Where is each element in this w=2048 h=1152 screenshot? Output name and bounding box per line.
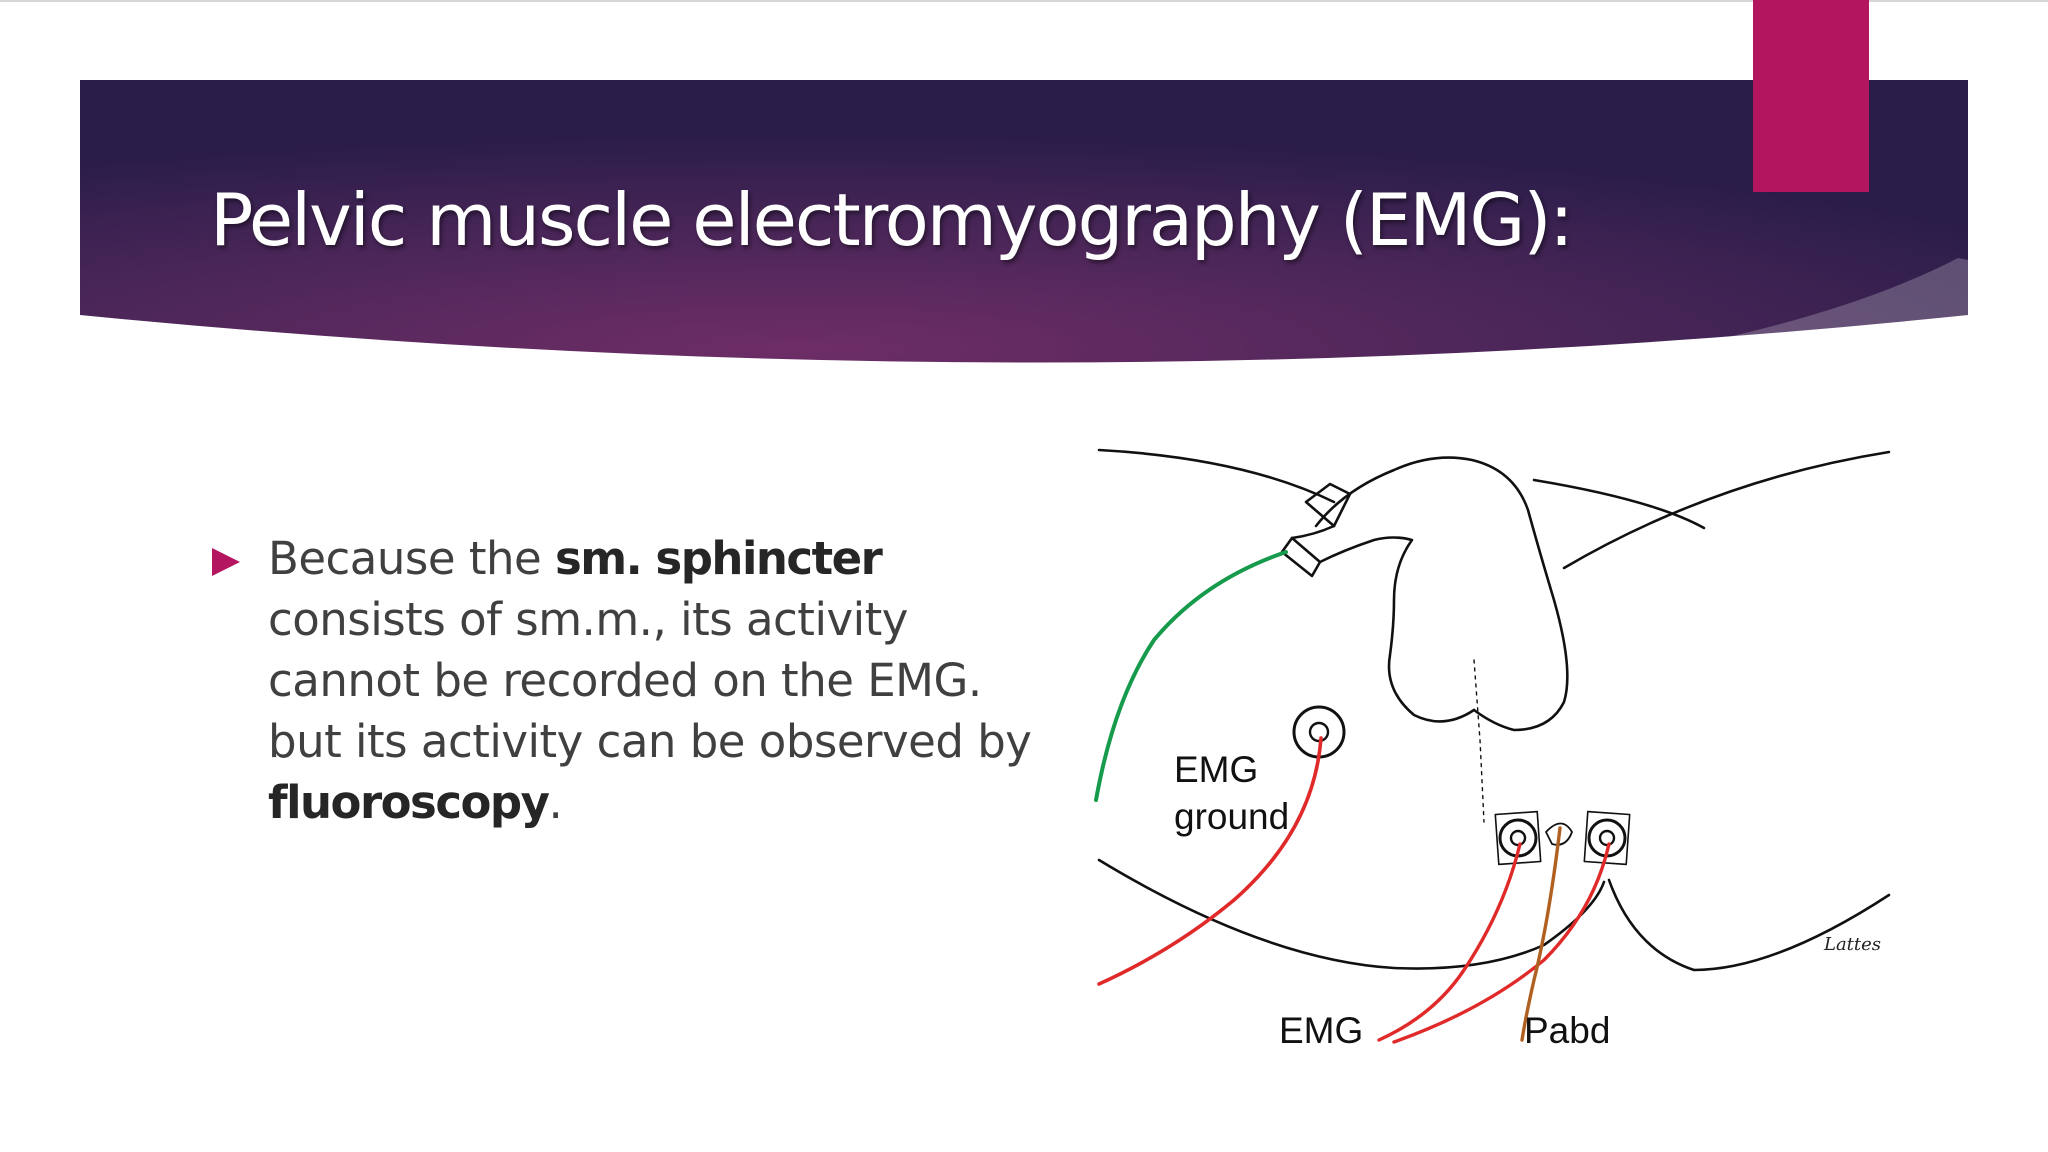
emg-electrode-right-inner (1598, 829, 1616, 847)
emg-electrode-left-inner (1509, 829, 1527, 847)
triangle-bullet-icon (212, 548, 240, 576)
bullet-text-part-2: consists of sm.m., its activity cannot b… (268, 593, 1032, 768)
penis-shaft-line (1290, 524, 1336, 540)
penis-outline (1314, 456, 1569, 732)
top-border (0, 0, 2048, 2)
ground-electrode-inner (1308, 721, 1330, 743)
bullet-text: Because the sm. sphincter consists of sm… (268, 528, 1068, 833)
bullet-text-part-1: Because the (268, 532, 555, 585)
scrotum-outline (1318, 536, 1476, 723)
emg-wire-right (1392, 842, 1611, 1044)
illustrator-signature: Lattes (1823, 934, 1881, 955)
buttock-outline-right (1607, 878, 1891, 972)
slide-title: Pelvic muscle electromyography (EMG): (210, 178, 1574, 262)
term-sm-sphincter: sm. sphincter (554, 532, 883, 585)
term-fluoroscopy: fluoroscopy (268, 776, 550, 829)
thigh-outline-left (1097, 448, 1336, 504)
emg-wire-ground (1097, 736, 1323, 986)
banner-sheen (1560, 258, 1968, 368)
raphe-line (1473, 659, 1485, 823)
banner-shape (80, 80, 1968, 363)
ground-wire-green (1094, 550, 1288, 802)
emg-wire-left (1377, 842, 1522, 1042)
buttock-outline-left (1097, 858, 1606, 970)
accent-tab (1753, 0, 1869, 192)
label-pabd: Pabd (1524, 1010, 1610, 1051)
groin-line-right (1532, 478, 1706, 530)
penis-tip-cap (1304, 482, 1352, 528)
label-emg-ground-line1: EMG (1174, 749, 1258, 790)
title-banner (80, 0, 1968, 368)
label-emg-ground-line2: ground (1174, 796, 1289, 837)
label-emg: EMG (1279, 1010, 1363, 1051)
emg-electrode-diagram: EMG ground EMG Pabd Lattes (1094, 448, 1891, 1051)
thigh-outline-right (1562, 450, 1891, 570)
bullet-text-part-3: . (548, 776, 563, 829)
penis-tip (1280, 536, 1322, 578)
electrode-pad-left (1494, 810, 1542, 866)
pabd-wire (1520, 826, 1562, 1042)
